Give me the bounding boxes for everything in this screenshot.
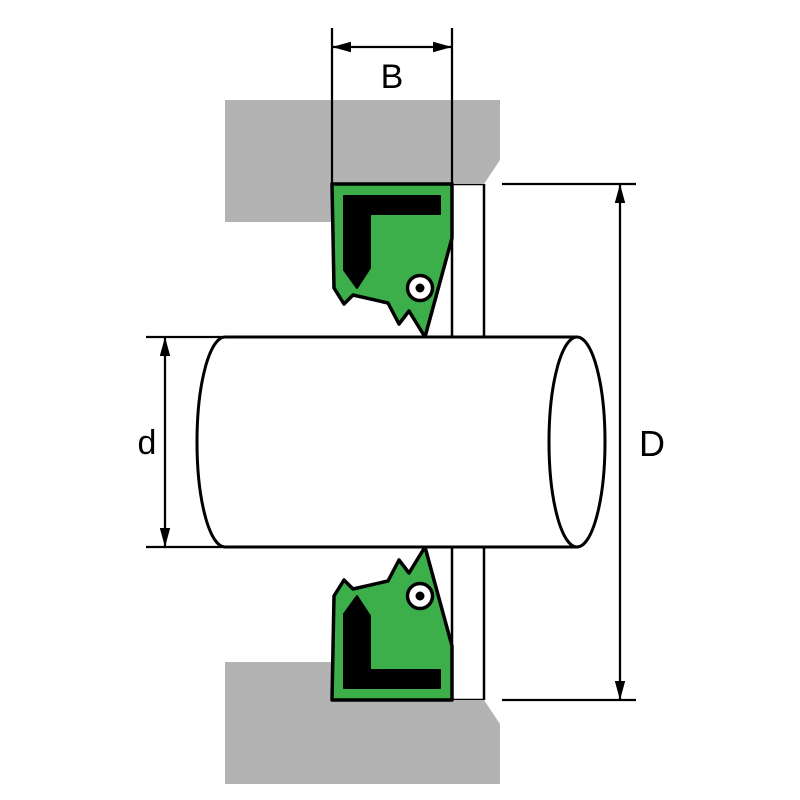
dimension-label-B: B [381,58,404,96]
dimension-shaft-diameter: d [138,335,222,549]
lower-seal [330,545,454,702]
upper-seal [330,182,454,339]
dimension-label-D: D [639,423,665,464]
seal-metal-insert [343,595,441,689]
garter-spring-center-dot [415,283,425,293]
arrowhead-up-icon [159,337,171,356]
arrowhead-down-icon [159,528,171,547]
shaft [195,335,607,549]
arrowhead-down-icon [614,681,626,700]
lower-assembly [225,545,500,784]
arrowhead-left-icon [332,41,351,53]
upper-assembly [225,100,500,339]
dimension-label-d: d [138,424,157,462]
lower-housing-block [225,662,500,784]
arrowhead-right-icon [433,41,452,53]
shaft-body-fill [197,337,577,547]
shaft-outline [195,335,577,549]
dimension-bore-diameter: D [502,182,665,702]
dimension-seal-width: B [330,28,454,184]
garter-spring-center-dot [415,591,425,601]
arrowhead-up-icon [614,184,626,203]
shaft-end-face [547,335,607,549]
seal-metal-insert [343,195,441,289]
upper-housing-block [225,100,500,222]
